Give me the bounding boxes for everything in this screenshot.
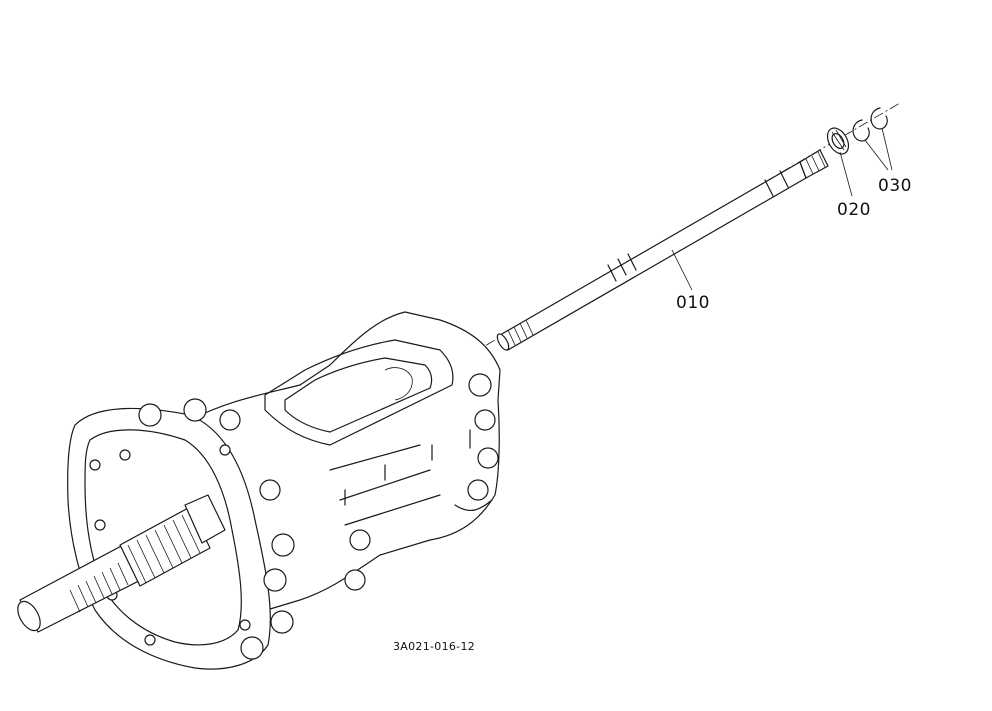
leader-030: [864, 127, 893, 171]
input-shaft: [17, 494, 226, 633]
part-030-snap-rings: [852, 107, 888, 142]
leader-010: [671, 249, 693, 291]
callout-010-label: 010: [676, 293, 710, 313]
drawing-code: 3A021-016-12: [393, 640, 475, 653]
leader-lines: [671, 127, 893, 291]
transmission-housing: [189, 311, 501, 613]
part-010-shaft: [496, 149, 829, 351]
callout-030-label: 030: [878, 176, 912, 196]
callout-020-label: 020: [837, 200, 871, 220]
leader-020: [839, 151, 853, 197]
part-020-bearing: [826, 127, 850, 155]
flange-bosses: [138, 398, 371, 660]
